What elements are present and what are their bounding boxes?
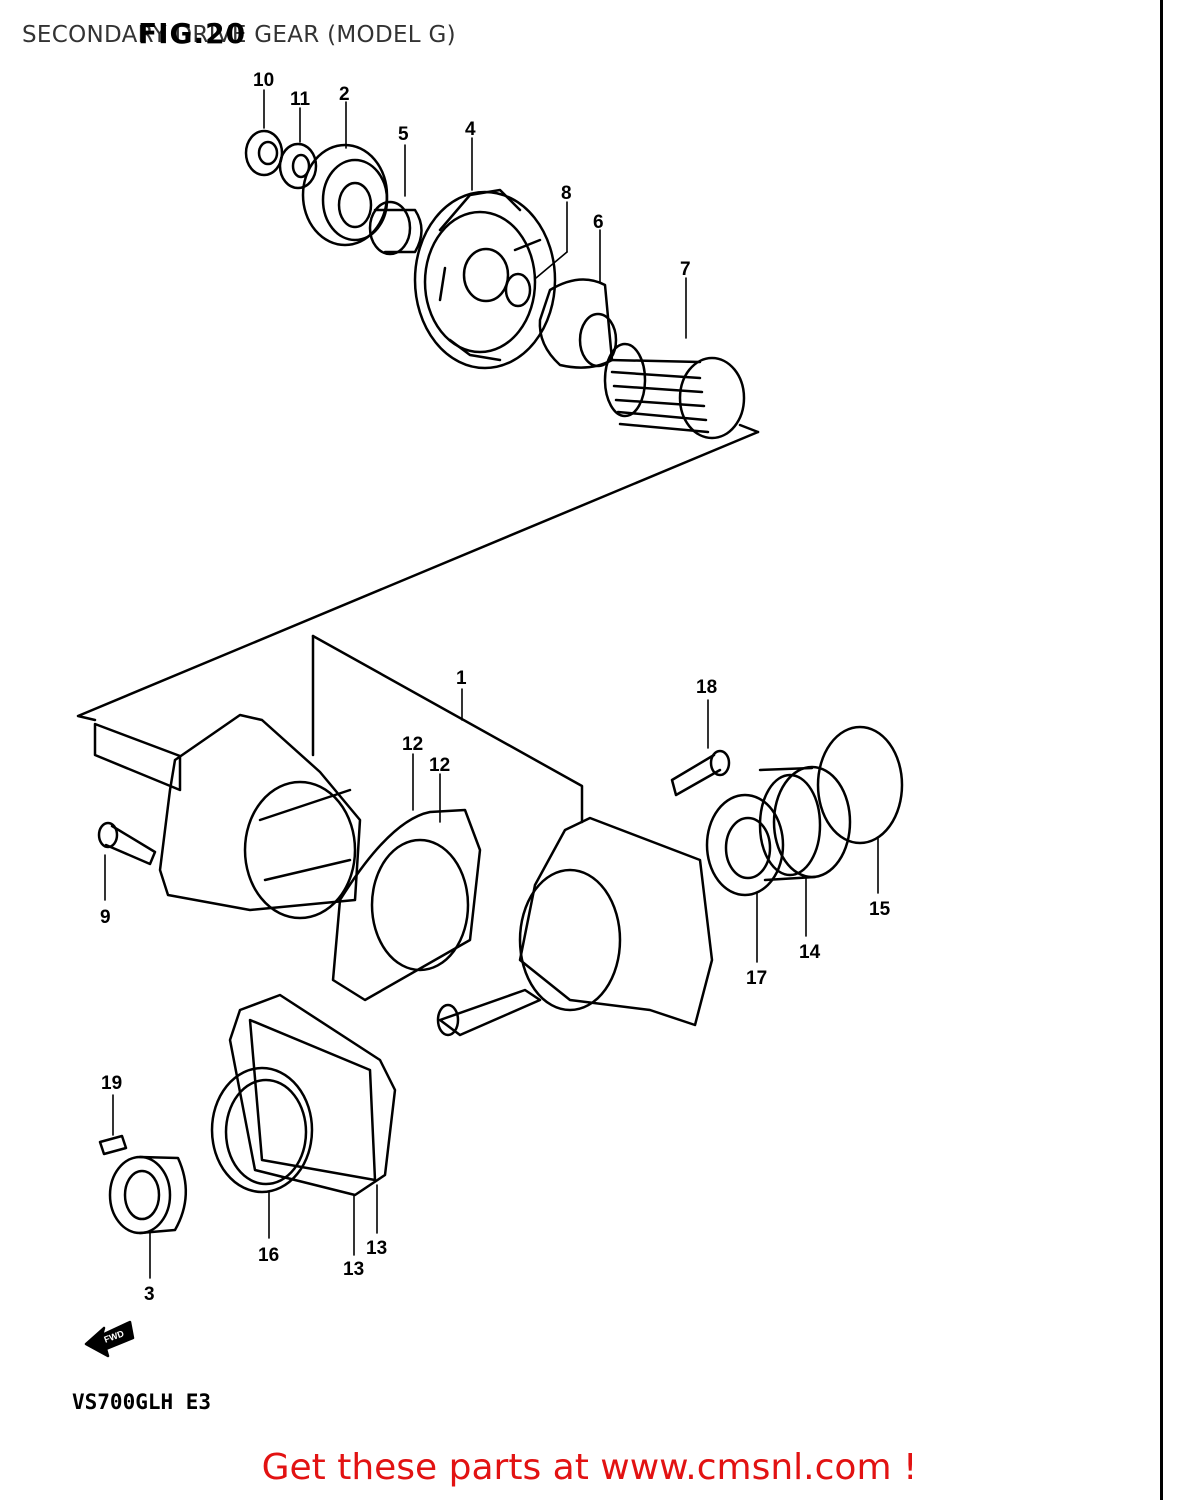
page-title: SECONDARY DRIVE GEAR (MODEL G) [22,22,456,48]
part-4-gear [413,188,557,370]
part-9-bolt [97,821,157,866]
cta-link[interactable]: Get these parts at www.cmsnl.com ! [261,1447,918,1488]
page-border [1160,0,1163,1500]
callout-label: 4 [465,119,476,140]
callout-label: 15 [869,899,891,920]
model-code: VS700GLH E3 [72,1390,212,1414]
callout-label: 12 [402,734,423,755]
part-6-cam [538,278,618,369]
callout-label: 18 [696,677,717,698]
assembly-boundary-lines [76,423,760,824]
part-1-gear-case [93,713,362,920]
callout-label: 8 [561,183,572,204]
part-15-o-ring [816,725,904,845]
leader-lines [104,89,879,1279]
part-2-bearing [301,143,389,247]
callout-label: 1 [456,668,467,689]
callout-label: 5 [398,124,409,145]
callout-label: 9 [100,907,111,928]
callout-label: 13 [343,1259,364,1280]
callout-label: 3 [144,1284,155,1305]
part-8-circlip [504,272,532,308]
part-18-bolt [670,749,731,797]
callout-label: 7 [680,259,691,280]
part-5-spacer [368,200,423,256]
part-19-dowel-pin [98,1134,128,1156]
callout-label: 17 [746,968,767,989]
fwd-arrow-icon [84,1320,135,1358]
callout-label: 19 [101,1073,122,1094]
part-14-bearing [758,765,852,882]
callout-label: 6 [593,212,604,233]
part-16-seal-ring [210,1066,314,1194]
callout-label: 10 [253,70,274,91]
figure-label: FIG.20 [138,17,247,50]
part-17-oil-seal [705,793,785,897]
part-3-needle-bearing [108,1155,188,1235]
part-11-washer [278,142,318,190]
callout-label: 16 [258,1245,279,1266]
callout-label: 13 [366,1238,387,1259]
part-13-gaskets [228,993,397,1197]
part-7-spring [603,342,746,440]
callout-label: 12 [429,755,450,776]
part-1-pinion-case [436,816,714,1037]
callout-label: 11 [290,89,311,110]
part-12-gaskets [331,808,482,1002]
part-10-nut [244,129,284,177]
callout-label: 2 [339,84,350,105]
callout-label: 14 [799,942,821,963]
